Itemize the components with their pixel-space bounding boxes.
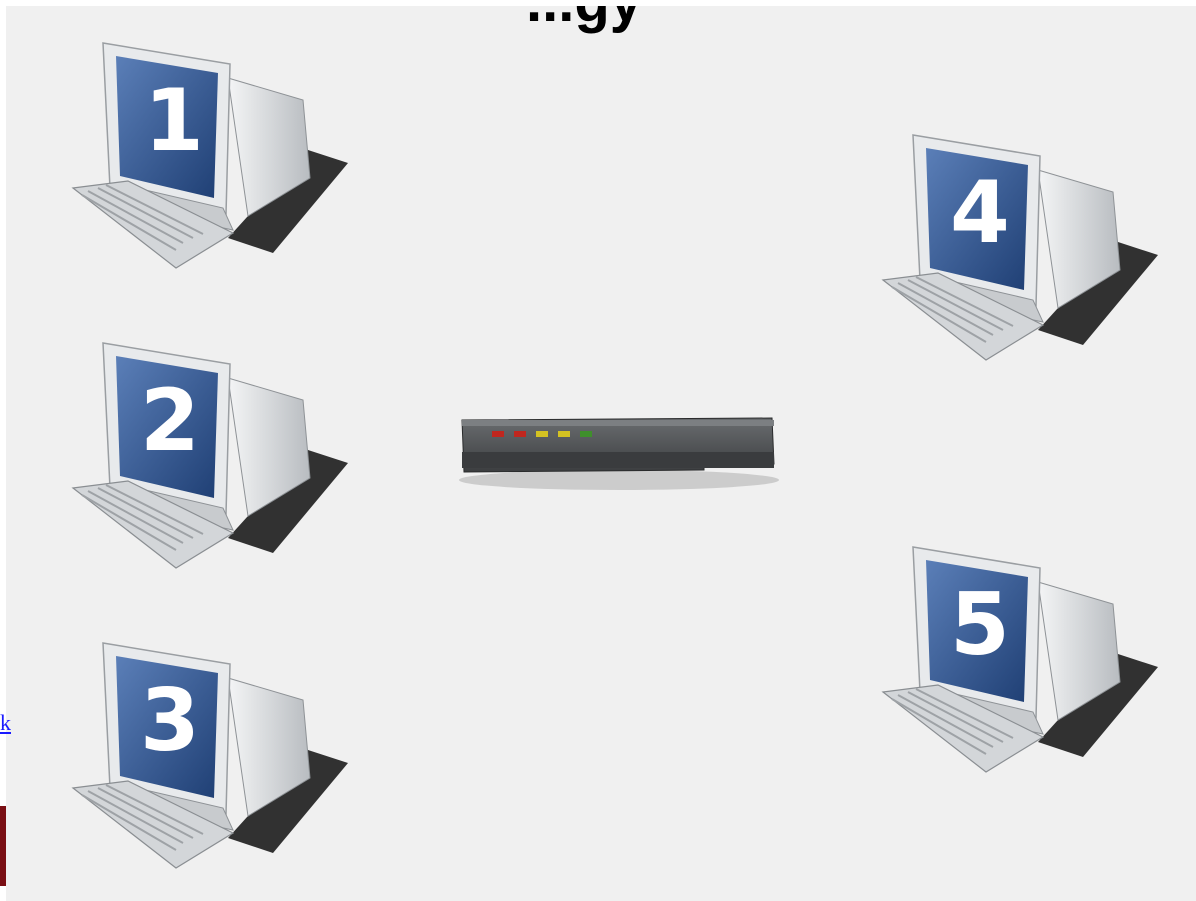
diagram-canvas: ...gy [6, 6, 1196, 901]
status-led [492, 431, 504, 437]
computer-1: 1 [58, 38, 358, 278]
status-led [558, 431, 570, 437]
computer-number: 2 [140, 371, 200, 471]
computer-icon: 3 [58, 638, 358, 878]
side-link[interactable]: k [0, 712, 11, 734]
computer-icon: 1 [58, 38, 358, 278]
computer-4: 4 [868, 130, 1168, 370]
accent-bar [0, 806, 6, 886]
computer-number: 4 [950, 163, 1010, 263]
network-hub-icon [454, 408, 784, 498]
computer-icon: 2 [58, 338, 358, 578]
computer-icon: 5 [868, 542, 1168, 782]
computer-3: 3 [58, 638, 358, 878]
slide-title: ...gy [526, 6, 642, 35]
status-led [580, 431, 592, 437]
status-led [514, 431, 526, 437]
computer-number: 1 [144, 71, 204, 171]
status-led [536, 431, 548, 437]
computer-icon: 4 [868, 130, 1168, 370]
computer-2: 2 [58, 338, 358, 578]
computer-number: 3 [140, 671, 200, 771]
network-hub [454, 408, 784, 498]
computer-5: 5 [868, 542, 1168, 782]
computer-number: 5 [950, 575, 1010, 675]
